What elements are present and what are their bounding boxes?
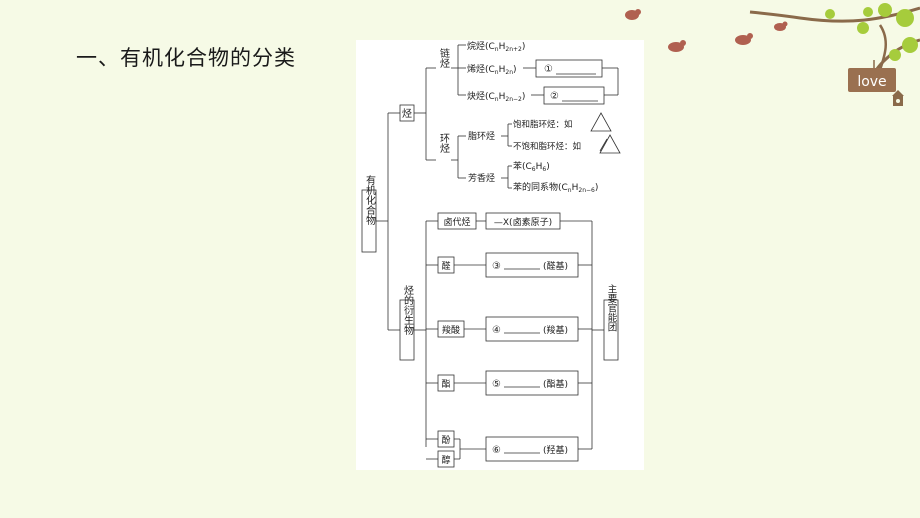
ester-label: 酯	[441, 379, 450, 390]
hydroxyl-group-label: (羟基)	[543, 444, 568, 456]
bird-icon	[625, 9, 641, 20]
triangle-icon	[590, 112, 612, 132]
unsaturated-alicyclic-label: 不饱和脂环烃：如	[513, 141, 581, 152]
root-label: 有机化合物	[364, 174, 376, 226]
aldehyde-label: 醛	[441, 260, 450, 272]
saturated-alicyclic-label: 饱和脂环烃：如	[513, 119, 573, 130]
bird-icon	[735, 33, 753, 45]
bird-icon	[774, 21, 788, 31]
blank-4-number: ④	[492, 325, 501, 336]
blank-1-number: ①	[544, 64, 553, 75]
blank-3-number: ③	[492, 261, 501, 272]
blank-2-box	[543, 86, 605, 105]
benzene-label: 苯(C6H6)	[513, 160, 550, 173]
alkene-label: 烯烃(CnH2n)	[467, 63, 517, 76]
derivative-label: 烃的衍生物	[402, 284, 414, 336]
ester-group-label: (酯基)	[543, 378, 568, 390]
carboxylic-label: 羧酸	[442, 324, 460, 336]
aromatic-label: 芳香烃	[468, 172, 495, 184]
homolog-label: 苯的同系物(CnH2n−6)	[513, 181, 598, 194]
slide-title: 一、有机化合物的分类	[76, 46, 296, 70]
blank-5-number: ⑤	[492, 379, 501, 390]
carboxyl-group-label: (羧基)	[543, 324, 568, 336]
ring-label: 环烃	[438, 133, 450, 154]
tree-branch-decoration: love	[625, 3, 920, 106]
phenol-label: 酚	[441, 435, 450, 446]
alicyclic-label: 脂环烃	[468, 130, 495, 142]
love-sign-text: love	[857, 74, 886, 90]
love-sign	[848, 68, 896, 92]
halo-group-label: —X(卤素原子)	[494, 216, 552, 228]
blank-6-number: ⑥	[492, 445, 501, 456]
triangle-double-bond-icon	[599, 134, 621, 154]
hydrocarbon-label: 烃	[402, 107, 412, 120]
functional-group-label: 主要官能团	[606, 284, 618, 333]
aldehyde-group-label: (醛基)	[543, 260, 568, 272]
blank-2-number: ②	[550, 91, 559, 102]
alkyne-label: 炔烃(CnH2n−2)	[467, 90, 525, 103]
alkane-label: 烷烃(CnH2n+2)	[467, 40, 525, 53]
haloalkane-label: 卤代烃	[443, 216, 470, 228]
chain-label: 链烃	[438, 47, 450, 69]
blank-1-box	[535, 59, 603, 78]
bird-icon	[668, 40, 686, 52]
alcohol-label: 醇	[441, 454, 450, 466]
functional-group-box	[603, 299, 619, 361]
classification-diagram: 有机化合物 烃 链烃 烷烃(CnH2n+2) 烯烃(CnH2n) ① 炔烃(Cn…	[356, 40, 644, 470]
